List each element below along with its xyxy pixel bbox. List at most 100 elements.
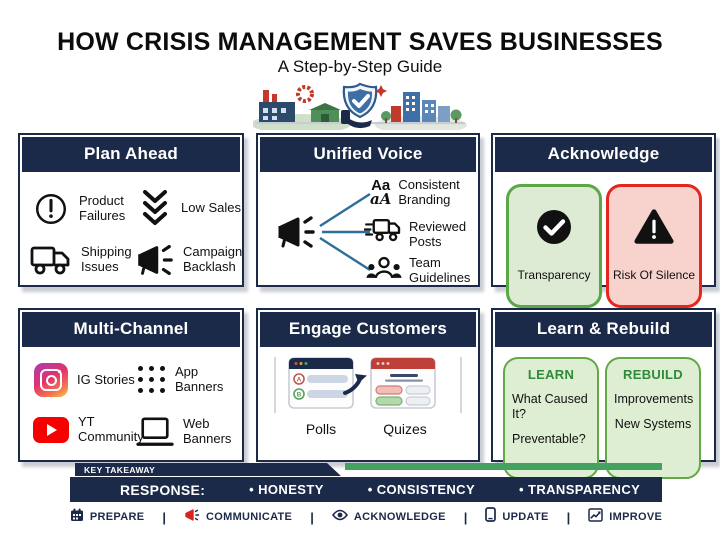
plan-item-low-sales: Low Sales [138, 186, 241, 230]
transparency-card: Transparency [506, 184, 602, 308]
plan-item-label: Campaign Backlash [183, 244, 243, 274]
panel-engage-customers-title: Engage Customers [260, 312, 476, 347]
footer-steps: PREPARE | COMMUNICATE | ACKNOWLEDGE | UP… [70, 505, 662, 529]
instagram-frame [40, 369, 62, 391]
channel-ig-stories: IG Stories [34, 363, 135, 397]
plan-item-campaign-backlash: Campaign Backlash [132, 240, 242, 280]
double-chevron-down-icon [138, 186, 172, 230]
ack-card-label: Transparency [517, 268, 591, 282]
page-subtitle: A Step-by-Step Guide [277, 57, 443, 76]
response-item: • CONSISTENCY [367, 482, 476, 497]
quiz-window-icon [370, 357, 436, 416]
step-label: UPDATE [502, 511, 549, 523]
panel-engage-customers-body: A B Polls Quizes [258, 349, 478, 461]
uv-target-team-guidelines: Team Guidelines [366, 254, 478, 287]
plan-item-product-failures: Product Failures [32, 190, 155, 228]
learn-line: What Caused It? [512, 392, 588, 421]
connector-lines [319, 192, 371, 272]
channel-label: Web Banners [183, 416, 232, 446]
step-update: UPDATE [485, 507, 548, 527]
instagram-icon [34, 363, 68, 397]
poll-option-b: B [297, 391, 302, 398]
rebuild-line: New Systems [614, 417, 692, 431]
separator: | [566, 509, 571, 525]
panel-acknowledge: Acknowledge Transparency Risk Of Silence [491, 133, 716, 308]
response-item: • TRANSPARENCY [519, 482, 641, 497]
step-label: IMPROVE [609, 511, 663, 523]
laptop-icon [136, 415, 174, 449]
plan-item-label: Product Failures [79, 193, 126, 223]
channel-label: YT Community [78, 414, 144, 444]
cityscape-illustration [251, 80, 467, 134]
response-label: RESPONSE: [120, 481, 206, 498]
panel-acknowledge-body: Transparency Risk Of Silence [493, 174, 714, 308]
truck-icon [28, 240, 72, 280]
calendar-icon [70, 508, 84, 527]
uv-target-consistent-branding: Aa aA Consistent Branding [370, 177, 478, 208]
response-bar: RESPONSE: • HONESTY • CONSISTENCY • TRAN… [70, 477, 662, 502]
chart-line-icon [588, 507, 604, 527]
poll-option-a: A [297, 376, 302, 383]
rebuild-card-title: REBUILD [623, 367, 683, 382]
panel-learn-rebuild-body: LEARN What Caused It? Preventable? REBUI… [493, 349, 714, 479]
alert-circle-icon [32, 190, 70, 228]
panel-learn-rebuild: Learn & Rebuild LEARN What Caused It? Pr… [491, 308, 716, 479]
separator: | [310, 509, 314, 525]
divider [460, 357, 462, 413]
panel-unified-voice: Unified Voice Aa aA Consistent Branding … [256, 133, 480, 287]
panel-learn-rebuild-title: Learn & Rebuild [495, 312, 712, 347]
green-accent-bar [345, 463, 662, 470]
rebuild-line: Improvements [614, 392, 694, 406]
step-improve: IMPROVE [588, 507, 663, 527]
phone-icon [485, 507, 497, 527]
panel-engage-customers: Engage Customers A B [256, 308, 480, 462]
quizes-label: Quizes [383, 421, 427, 437]
plan-item-label: Shipping Issues [81, 244, 132, 274]
panel-unified-voice-body: Aa aA Consistent Branding Reviewed Posts… [258, 174, 478, 286]
learn-card-title: LEARN [527, 367, 575, 382]
team-icon [366, 254, 402, 287]
eye-icon [331, 508, 348, 526]
app-grid-icon [138, 366, 166, 394]
channel-yt-community: YT Community [33, 414, 154, 445]
plan-item-shipping-issues: Shipping Issues [28, 240, 157, 280]
cityscape-shield-icon [251, 82, 467, 134]
plan-item-label: Low Sales [181, 199, 241, 215]
panel-multi-channel-title: Multi-Channel [22, 312, 240, 347]
separator: | [463, 509, 468, 525]
rebuild-card: REBUILD Improvements New Systems [605, 357, 701, 479]
play-icon [47, 423, 57, 436]
step-label: PREPARE [89, 511, 145, 523]
channel-app-banners: App Banners [138, 364, 242, 395]
panel-unified-voice-title: Unified Voice [260, 137, 476, 172]
channel-label: IG Stories [77, 371, 135, 387]
step-label: ACKNOWLEDGE [353, 511, 446, 523]
check-circle-icon [534, 207, 574, 252]
panel-plan-ahead: Plan Ahead Product Failures Low Sales Sh… [18, 133, 244, 287]
response-item: • HONESTY [249, 482, 324, 497]
risk-of-silence-card: Risk Of Silence [606, 184, 702, 308]
megaphone-icon [132, 240, 174, 280]
typography-line2: aA [370, 189, 392, 208]
panel-acknowledge-title: Acknowledge [495, 137, 712, 172]
polls-label: Polls [305, 421, 337, 437]
instagram-lens [45, 374, 57, 386]
learn-line: Preventable? [512, 432, 586, 446]
step-acknowledge: ACKNOWLEDGE [331, 508, 446, 526]
typography-icon: Aa aA [370, 177, 392, 208]
page-title: HOW CRISIS MANAGEMENT SAVES BUSINESSES [57, 28, 663, 56]
uv-target-label: Team Guidelines [409, 254, 471, 285]
key-takeaway-label: KEY TAKEAWAY [84, 464, 156, 475]
channel-web-banners: Web Banners [136, 415, 242, 449]
curved-arrow-icon [342, 371, 368, 402]
uv-target-reviewed-posts: Reviewed Posts [363, 216, 478, 253]
channel-label: App Banners [175, 364, 224, 394]
learn-card: LEARN What Caused It? Preventable? [503, 357, 599, 479]
divider [274, 357, 276, 413]
step-label: COMMUNICATE [206, 511, 293, 523]
warning-triangle-icon [633, 207, 675, 252]
panel-multi-channel: Multi-Channel IG Stories App Banners YT … [18, 308, 244, 462]
ack-card-label: Risk Of Silence [612, 268, 696, 282]
typography-line1: Aa [371, 177, 391, 195]
key-takeaway-tab: KEY TAKEAWAY [75, 463, 341, 476]
